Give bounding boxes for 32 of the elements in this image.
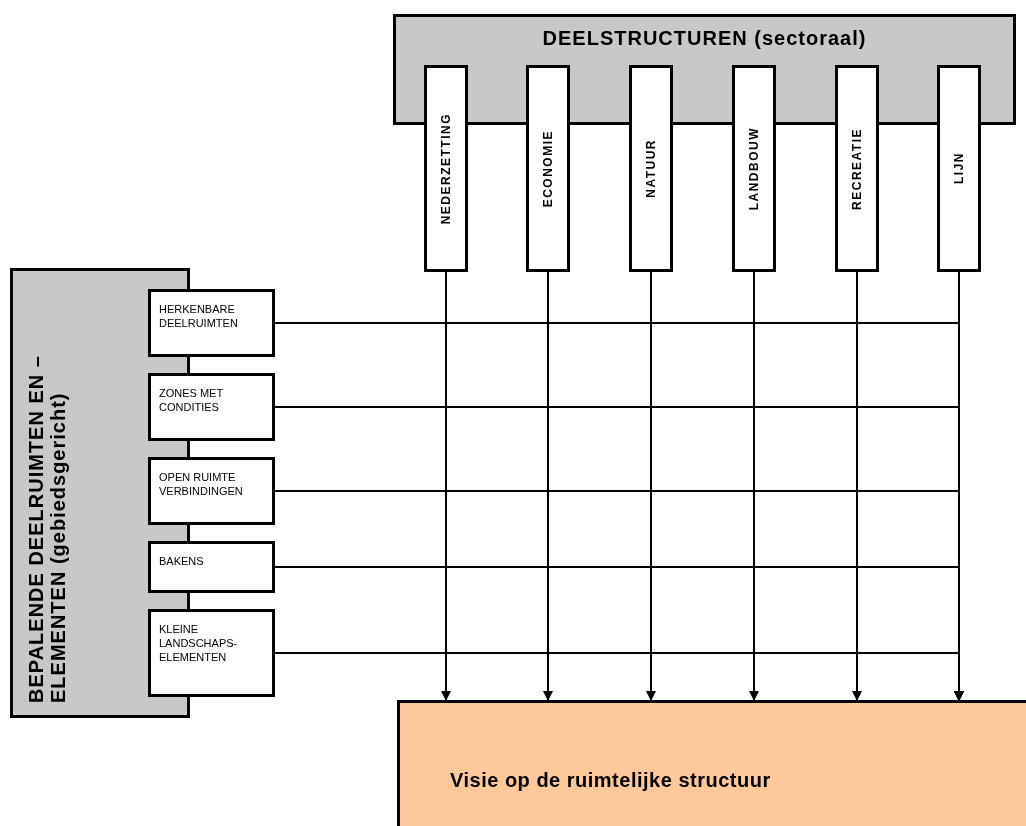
result-box	[397, 700, 1026, 826]
element-box	[148, 457, 275, 525]
result-label: Visie op de ruimtelijke structuur	[450, 769, 771, 793]
band-title: BEPALENDE DEELRUIMTEN EN –ELEMENTEN (gebiedsgericht)	[25, 354, 70, 703]
sector-label: LANDBOUW	[747, 126, 761, 211]
arrow	[749, 271, 759, 701]
sector-label: RECREATIE	[850, 127, 864, 210]
element-label: OPEN RUIMTE VERBINDINGEN	[159, 470, 244, 498]
sector-box	[424, 65, 468, 272]
sector-box	[835, 65, 879, 272]
arrow	[646, 271, 656, 701]
arrow	[441, 271, 451, 701]
element-box	[148, 373, 275, 441]
arrow	[274, 652, 964, 701]
sector-label: ECONOMIE	[541, 129, 555, 208]
sector-label: LIJN	[952, 152, 966, 185]
element-box	[148, 289, 275, 357]
element-box	[148, 541, 275, 593]
element-label: ZONES MET CONDITIES	[159, 386, 224, 414]
sector-box	[937, 65, 981, 272]
sector-label: NEDERZETTING	[439, 112, 453, 225]
band-title: DEELSTRUCTUREN (sectoraal)	[542, 27, 867, 51]
element-box	[148, 609, 275, 697]
element-label: BAKENS	[159, 554, 204, 568]
sector-box	[732, 65, 776, 272]
element-label: HERKENBARE DEELRUIMTEN	[159, 302, 239, 330]
element-label: KLEINE LANDSCHAPS-ELEMENTEN	[159, 622, 239, 664]
arrow	[852, 271, 862, 701]
sector-box	[629, 65, 673, 272]
sector-box	[526, 65, 570, 272]
sector-label: NATUUR	[644, 139, 658, 198]
arrow	[543, 271, 553, 701]
